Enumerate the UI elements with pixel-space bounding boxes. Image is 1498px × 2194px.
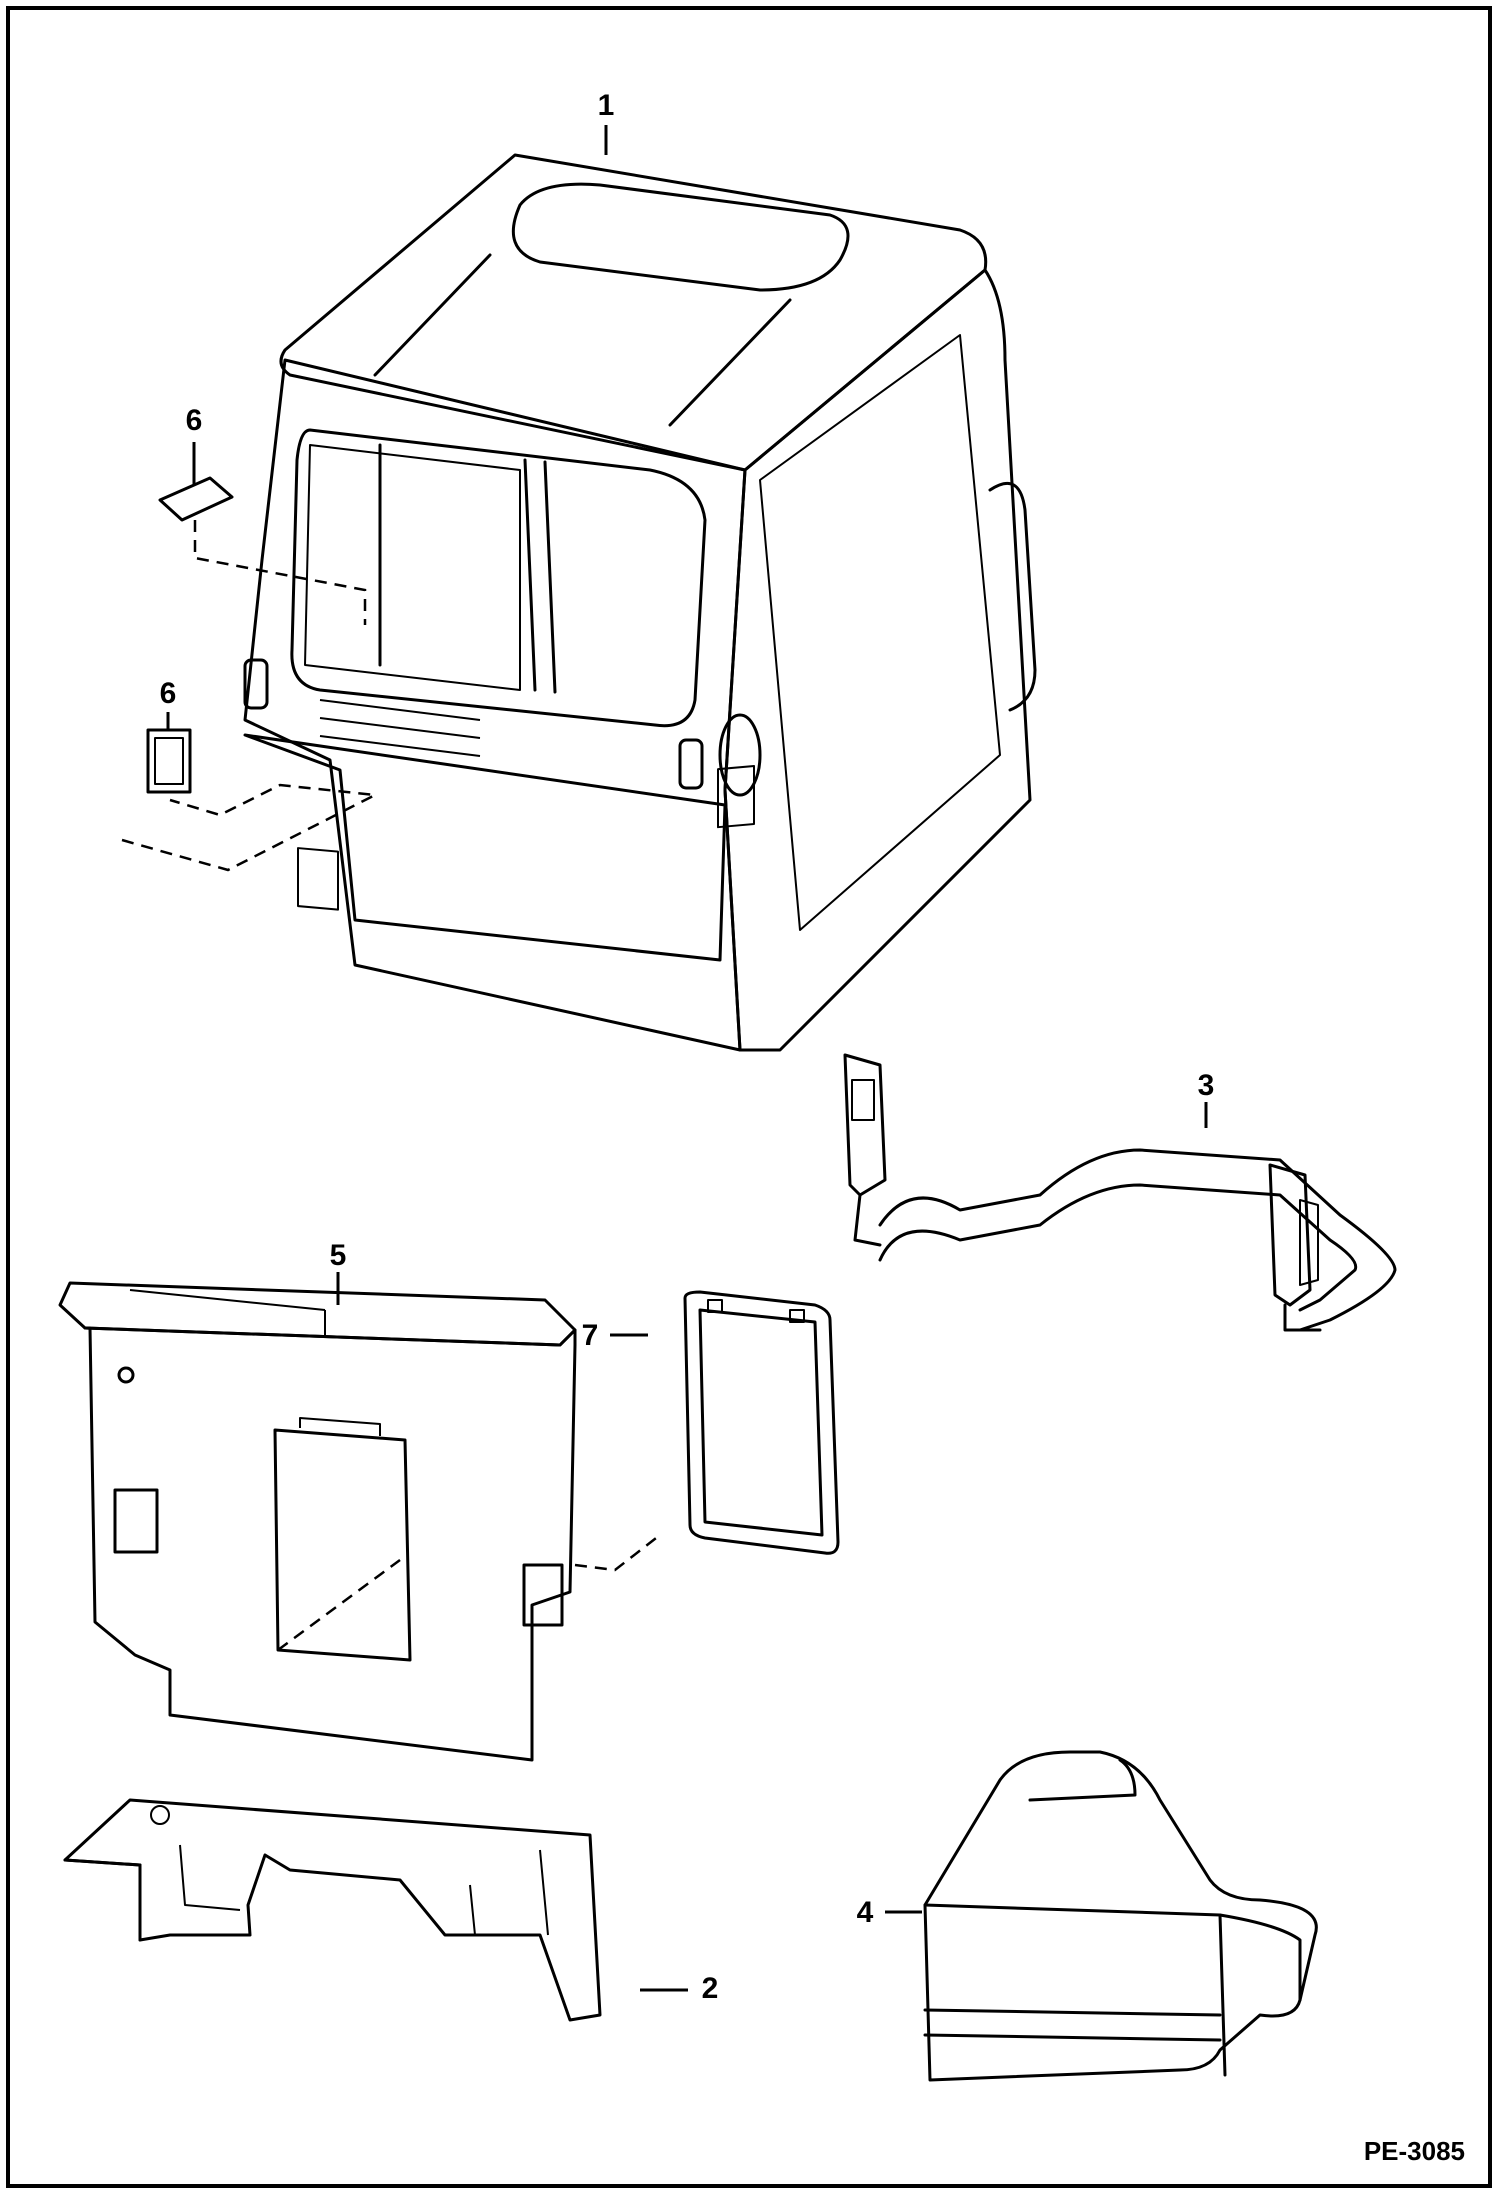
callout-5: 5	[330, 1239, 347, 1272]
callout-2: 2	[702, 1972, 719, 2005]
cover-plate-lower	[121, 712, 380, 872]
callout-7: 7	[582, 1319, 599, 1352]
operator-seat	[923, 1750, 1318, 2082]
rear-panel	[58, 1281, 661, 1762]
cover-plate-upper	[158, 442, 367, 625]
figure-reference-code: PE-3085	[1364, 2136, 1465, 2166]
callout-6-lower: 6	[160, 677, 177, 710]
callout-4: 4	[857, 1896, 874, 1929]
rear-window-frame	[683, 1290, 840, 1555]
cab-assembly	[243, 153, 1037, 1052]
drawing-border	[6, 6, 1492, 2188]
callout-6-upper: 6	[186, 404, 203, 437]
lower-trim-panel	[63, 1798, 602, 2022]
callout-1: 1	[598, 89, 615, 122]
callout-3: 3	[1198, 1069, 1215, 1102]
seat-bar	[843, 1053, 1397, 1332]
